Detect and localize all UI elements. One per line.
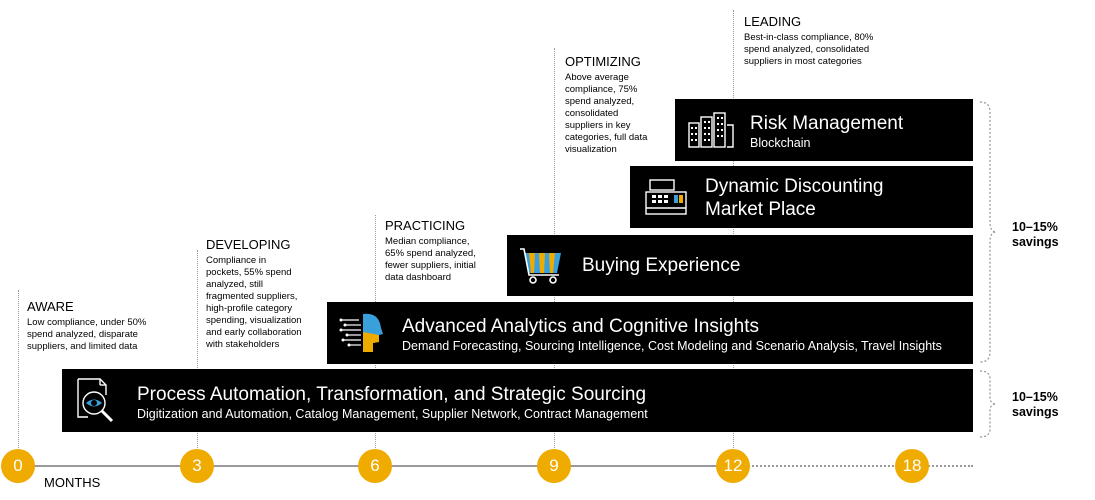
stage-desc-line: Compliance in <box>206 255 267 266</box>
stage-desc-line: spend analyzed, consolidated <box>744 44 870 55</box>
bar-title: Risk Management <box>750 113 904 134</box>
months-label: MONTHS <box>44 475 101 490</box>
savings-upper: 10–15% savings <box>1012 220 1059 250</box>
stage-desc-line: suppliers in key <box>565 120 631 131</box>
stage-title: AWARE <box>27 299 74 314</box>
bar-title: Advanced Analytics and Cognitive Insight… <box>402 316 759 337</box>
stage-desc-line: fewer suppliers, initial <box>385 260 476 271</box>
guide-line-0 <box>18 290 19 450</box>
bar-risk-management: Risk Management Blockchain <box>675 99 973 161</box>
stage-leading: LEADING Best-in-class compliance, 80% sp… <box>744 14 919 68</box>
guide-line-12 <box>733 10 734 450</box>
stage-desc-line: 65% spend analyzed, <box>385 248 476 259</box>
stage-desc-line: fragmented suppliers, <box>206 291 298 302</box>
bar-title: Process Automation, Transformation, and … <box>137 384 647 405</box>
stage-practicing: PRACTICING Median compliance, 65% spend … <box>385 218 505 284</box>
bar-subtitle: Demand Forecasting, Sourcing Intelligenc… <box>402 339 942 353</box>
cash-register-icon <box>645 179 687 215</box>
stage-desc-line: high-profile category <box>206 303 293 314</box>
bar-title-line2: Market Place <box>705 199 816 220</box>
guide-line-3 <box>197 250 198 450</box>
upper-brace <box>979 101 997 363</box>
stage-title: DEVELOPING <box>206 237 291 252</box>
stage-desc-line: spend analyzed, <box>565 96 635 107</box>
lower-brace <box>979 370 997 438</box>
month-marker-0: 0 <box>1 449 35 483</box>
buildings-icon <box>688 112 734 148</box>
stage-desc-line: analyzed, still <box>206 279 264 290</box>
timeline-axis-dotted <box>733 465 973 467</box>
savings-label: savings <box>1012 235 1059 249</box>
stage-desc-line: with stakeholders <box>206 339 280 350</box>
stage-title: LEADING <box>744 14 802 29</box>
month-marker-9: 9 <box>537 449 571 483</box>
stage-desc-line: categories, full data <box>565 132 648 143</box>
month-marker-6: 6 <box>358 449 392 483</box>
stage-desc-line: and early collaboration <box>206 327 302 338</box>
stage-desc-line: visualization <box>565 144 617 155</box>
stage-title: OPTIMIZING <box>565 54 641 69</box>
month-marker-18: 18 <box>895 449 929 483</box>
stage-desc-line: spend analyzed, disparate <box>27 329 138 340</box>
shopping-cart-icon <box>520 248 561 284</box>
stage-developing: DEVELOPING Compliance in pockets, 55% sp… <box>206 237 326 351</box>
stage-desc-line: Low compliance, under 50% <box>27 317 147 328</box>
savings-percent: 10–15% <box>1012 220 1058 234</box>
bar-dynamic-discounting: Dynamic Discounting Market Place <box>630 166 973 228</box>
stage-desc-line: data dashboard <box>385 272 452 283</box>
stage-desc-line: pockets, 55% spend <box>206 267 292 278</box>
stage-desc-line: Above average <box>565 72 629 83</box>
bar-buying-experience: Buying Experience <box>507 235 973 296</box>
month-marker-3: 3 <box>180 449 214 483</box>
stage-title: PRACTICING <box>385 218 466 233</box>
stage-desc-line: consolidated <box>565 108 619 119</box>
savings-percent: 10–15% <box>1012 390 1058 404</box>
bar-subtitle: Digitization and Automation, Catalog Man… <box>137 407 648 421</box>
stage-desc-line: Best-in-class compliance, 80% <box>744 32 874 43</box>
savings-lower: 10–15% savings <box>1012 390 1059 420</box>
bar-advanced-analytics: Advanced Analytics and Cognitive Insight… <box>327 302 973 364</box>
stage-aware: AWARE Low compliance, under 50% spend an… <box>27 299 192 353</box>
bar-process-automation: Process Automation, Transformation, and … <box>62 369 973 432</box>
month-marker-12: 12 <box>716 449 750 483</box>
stage-desc-line: suppliers in most categories <box>744 56 862 67</box>
stage-desc-line: compliance, 75% <box>565 84 638 95</box>
bar-title: Buying Experience <box>582 255 741 276</box>
cognitive-head-icon <box>339 313 383 352</box>
stage-desc-line: spending, visualization <box>206 315 302 326</box>
bar-title-line1: Dynamic Discounting <box>705 176 884 197</box>
bar-subtitle: Blockchain <box>750 136 811 150</box>
stage-desc-line: suppliers, and limited data <box>27 341 138 352</box>
savings-label: savings <box>1012 405 1059 419</box>
stage-optimizing: OPTIMIZING Above average compliance, 75%… <box>565 54 675 156</box>
document-eye-icon <box>77 378 114 423</box>
stage-desc-line: Median compliance, <box>385 236 470 247</box>
